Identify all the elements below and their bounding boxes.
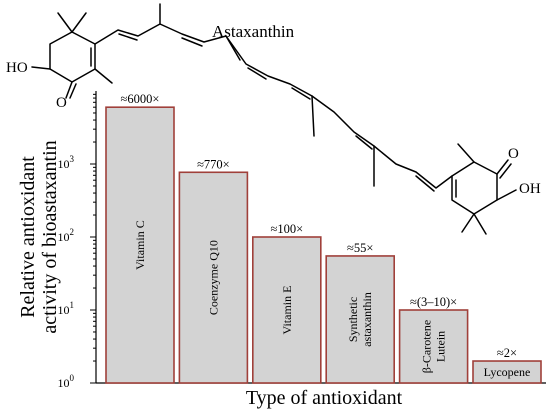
category-label-line: astaxanthin: [360, 292, 374, 347]
bar: [325, 255, 396, 384]
left-methyl-b: [71, 12, 87, 33]
bar: [178, 171, 249, 384]
atom-o-left: O: [56, 95, 67, 111]
y-tick-base: 10: [58, 376, 70, 390]
y-tick-label: 103: [58, 154, 75, 171]
y-axis-title-line: Relative antioxidant: [17, 156, 39, 318]
x-axis-title: Type of antioxidant: [246, 387, 403, 409]
right-ring-methyl: [457, 143, 475, 163]
left-methyl-a: [57, 12, 73, 33]
chain-double-5: [355, 135, 373, 150]
y-tick-exponent: 0: [70, 373, 75, 383]
category-label: Vitamin E: [280, 286, 294, 335]
category-label: Vitamin C: [133, 220, 147, 270]
bar-value-label: ≈6000×: [121, 92, 160, 106]
bar: [398, 309, 469, 384]
y-tick-base: 10: [58, 230, 70, 244]
category-label-line: β-Carotene: [420, 320, 434, 373]
chain-methyl-2: [225, 35, 241, 61]
polyene-chain: [94, 23, 453, 189]
chain-double-3: [247, 67, 267, 80]
y-tick-exponent: 1: [70, 300, 75, 310]
y-axis-ticks: [90, 93, 96, 384]
chain-methyl-3: [311, 95, 315, 137]
y-tick-base: 10: [58, 303, 70, 317]
chain-double-6: [415, 175, 435, 192]
y-tick-label: 100: [58, 373, 75, 390]
astaxanthin-structure: [31, 3, 517, 235]
y-axis-title-line: activity of bioastaxantin: [39, 140, 61, 333]
bar-value-label: ≈(3–10)×: [410, 295, 457, 309]
y-tick-base: 10: [58, 157, 70, 171]
y-tick-exponent: 2: [70, 227, 75, 237]
category-label-line: Vitamin E: [280, 286, 294, 335]
bar-value-label: ≈770×: [197, 157, 230, 171]
y-tick-exponent: 3: [70, 154, 75, 164]
category-label-line: Lutein: [434, 331, 448, 362]
right-methyl-b: [473, 213, 487, 235]
category-label: Lycopene: [484, 365, 531, 379]
value-labels: ≈6000× ≈770× ≈100× ≈55× ≈(3–10)× ≈2×: [121, 92, 518, 360]
left-ring-methyl: [94, 68, 113, 84]
right-ketone-bond: [496, 159, 509, 175]
category-label-line: Coenzyme Q10: [206, 240, 220, 315]
bar-value-label: ≈55×: [347, 241, 373, 255]
molecule-name: Astaxanthin: [212, 22, 295, 41]
bar: [252, 236, 322, 384]
atom-ho-left: HO: [6, 60, 28, 76]
right-ketone-bond-2: [499, 163, 512, 179]
chain-double-2: [181, 37, 203, 47]
bar: [105, 106, 175, 384]
category-label: Coenzyme Q10: [206, 240, 220, 315]
left-ketone-bond-2: [69, 83, 77, 99]
right-methyl-a: [461, 213, 475, 233]
bar: [472, 360, 542, 384]
bar-value-label: ≈100×: [270, 222, 303, 236]
chain-double-1: [118, 33, 138, 41]
atom-o-right: O: [508, 146, 519, 162]
left-hydroxyl-bond: [31, 66, 51, 70]
left-ring: [49, 31, 96, 83]
left-ketone-bond: [65, 81, 73, 99]
category-label-line: Synthetic: [346, 297, 360, 342]
right-ring: [451, 161, 498, 215]
right-hydroxyl-bond: [496, 189, 517, 201]
bar-value-label: ≈2×: [497, 346, 517, 360]
category-label-line: Vitamin C: [133, 220, 147, 270]
y-tick-label: 101: [58, 300, 75, 317]
y-tick-label: 102: [58, 227, 75, 244]
y-axis: [90, 91, 97, 384]
atom-oh-right: OH: [519, 181, 541, 197]
chain-double-4: [291, 87, 311, 100]
bars: [105, 106, 542, 384]
